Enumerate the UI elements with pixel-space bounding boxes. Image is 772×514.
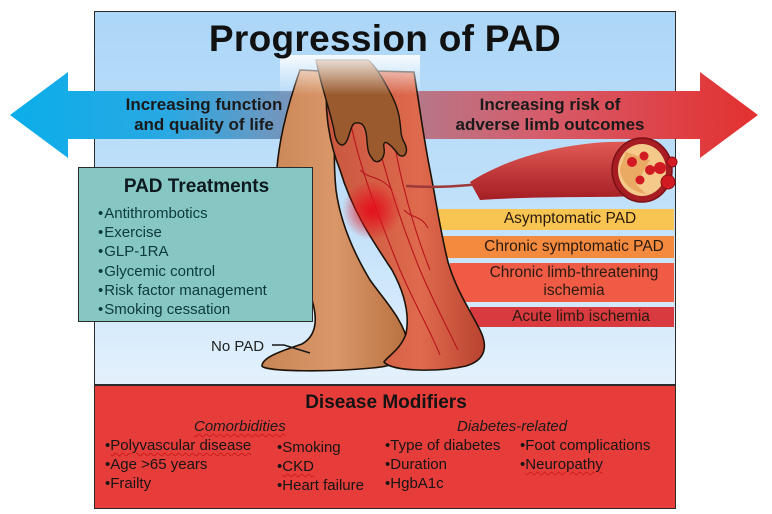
treatment-item: GLP-1RA	[98, 242, 267, 261]
band-acute	[470, 307, 674, 327]
band-clti	[450, 263, 674, 302]
modifier-item-text: Polyvascular disease	[110, 437, 252, 454]
pain-spot-icon	[342, 180, 402, 240]
stage-bands	[420, 209, 674, 327]
treatments-title: PAD Treatments	[123, 176, 270, 197]
stage-label-clti: Chronic limb-threatening ischemia	[474, 264, 674, 300]
no-pad-label: No PAD	[211, 338, 265, 355]
modifier-item: CKD	[277, 457, 364, 476]
left-arrow-label: Increasing function and quality of life	[104, 95, 304, 135]
modifier-item: Duration	[385, 455, 500, 474]
artery-cross-section-icon	[470, 137, 678, 203]
left-arrow-label-line2: and quality of life	[134, 115, 274, 134]
modifier-item: Polyvascular disease	[105, 436, 251, 455]
modifier-item-text: CKD	[282, 458, 314, 475]
no-pad-pointer	[272, 344, 311, 354]
treatment-item: Exercise	[98, 223, 267, 242]
modifiers-title: Disease Modifiers	[305, 392, 467, 413]
treatment-item: Glycemic control	[98, 262, 267, 281]
stage-label-asymptomatic: Asymptomatic PAD	[503, 210, 637, 227]
diabetes-col1: Type of diabetes Duration HgbA1c	[385, 436, 500, 493]
left-arrow-label-line1: Increasing function	[125, 95, 283, 114]
modifier-item: Type of diabetes	[385, 436, 500, 455]
modifier-item-text: Neuropathy	[525, 456, 603, 473]
modifier-item: HgbA1c	[385, 474, 500, 493]
modifier-item: Foot complications	[520, 436, 650, 455]
modifier-item: Neuropathy	[520, 455, 650, 474]
treatments-list: Antithrombotics Exercise GLP-1RA Glycemi…	[98, 204, 267, 319]
left-arrow	[10, 72, 300, 158]
treatment-item: Risk factor management	[98, 281, 267, 300]
modifier-item: Frailty	[105, 474, 251, 493]
band-asymptomatic	[420, 209, 674, 230]
right-arrow	[400, 72, 758, 158]
comorbidities-col2: Smoking CKD Heart failure	[277, 438, 364, 495]
modifier-item: Age >65 years	[105, 455, 251, 474]
diabetes-heading: Diabetes-related	[457, 418, 568, 435]
treatment-item: Smoking cessation	[98, 300, 267, 319]
modifier-item: Smoking	[277, 438, 364, 457]
treatment-item: Antithrombotics	[98, 204, 267, 223]
band-chronic-symptomatic	[432, 236, 674, 258]
disease-modifiers-box: Disease Modifiers Comorbidities Diabetes…	[94, 384, 676, 509]
stage-label-clti-line2: ischemia	[543, 282, 605, 299]
page-title: Progression of PAD	[208, 18, 562, 59]
treatments-box: PAD Treatments Antithrombotics Exercise …	[78, 167, 313, 322]
diabetes-col2: Foot complications Neuropathy	[520, 436, 650, 474]
right-arrow-label-line1: Increasing risk of	[479, 95, 621, 114]
stage-label-acute: Acute limb ischemia	[512, 308, 650, 325]
stage-label-clti-line1: Chronic limb-threatening	[489, 264, 659, 281]
stage-label-chronic-symptomatic: Chronic symptomatic PAD	[484, 238, 664, 255]
modifier-item: Heart failure	[277, 476, 364, 495]
right-arrow-label: Increasing risk of adverse limb outcomes	[440, 95, 660, 135]
comorbidities-col1: Polyvascular disease Age >65 years Frail…	[105, 436, 251, 493]
comorbidities-heading: Comorbidities	[194, 418, 286, 435]
right-arrow-label-line2: adverse limb outcomes	[455, 115, 645, 134]
